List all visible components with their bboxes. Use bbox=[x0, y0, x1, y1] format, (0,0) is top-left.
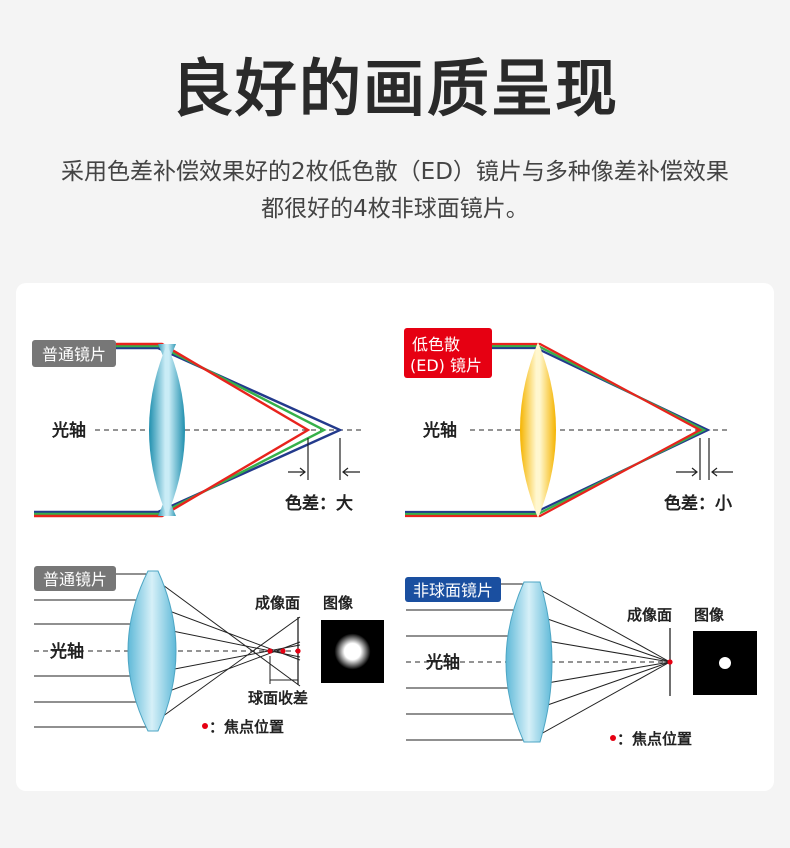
panel-ordinary-chromatic: 普通镜片 光轴 色差：大 bbox=[32, 340, 365, 518]
focus-point bbox=[667, 659, 673, 665]
panel-aspherical: 非球面镜片 光轴 成像面 图像 ：焦点位置 bbox=[405, 577, 757, 748]
page-title: 良好的画质呈现 bbox=[170, 52, 619, 125]
aberration-marker bbox=[676, 438, 733, 480]
badge-ed-lens bbox=[404, 328, 492, 378]
focus-legend-label: ：焦点位置 bbox=[617, 730, 692, 748]
page-subtitle-line-2: 都很好的4枚非球面镜片。 bbox=[261, 196, 529, 222]
badge-aspherical-lens bbox=[405, 577, 501, 602]
image-plane-label: 成像面 bbox=[255, 594, 300, 612]
ed-lens bbox=[520, 342, 556, 518]
focus-points bbox=[267, 648, 301, 654]
color-rays bbox=[34, 342, 343, 518]
aberration-marker bbox=[288, 438, 360, 480]
badge-ordinary-lens-label: 普通镜片 bbox=[43, 570, 107, 589]
badge-ordinary-lens bbox=[32, 340, 116, 367]
badge-ordinary-lens bbox=[34, 566, 116, 591]
optical-axis-label: 光轴 bbox=[49, 641, 84, 662]
aspherical-lens bbox=[505, 581, 553, 743]
page-subtitle-line-1: 采用色差补偿效果好的2枚低色散（ED）镜片与多种像差补偿效果 bbox=[61, 159, 729, 185]
optical-axis-label: 光轴 bbox=[422, 420, 457, 441]
color-rays bbox=[405, 342, 711, 518]
optical-axis-label: 光轴 bbox=[425, 652, 460, 673]
badge-aspherical-lens-label: 非球面镜片 bbox=[413, 581, 493, 600]
chromatic-aberration-small-label: 色差：小 bbox=[664, 493, 732, 514]
spherical-aberration-marker bbox=[269, 656, 299, 684]
image-label: 图像 bbox=[323, 594, 354, 612]
blurred-spot bbox=[334, 633, 371, 670]
focus-legend-label: ：焦点位置 bbox=[209, 718, 284, 736]
image-label: 图像 bbox=[694, 606, 725, 624]
ordinary-lens bbox=[127, 570, 177, 732]
sharp-spot bbox=[719, 657, 731, 669]
spherical-aberration-label: 球面收差 bbox=[248, 689, 308, 707]
optical-axis-label: 光轴 bbox=[51, 420, 86, 441]
focus-legend-dot bbox=[610, 735, 616, 741]
panel-ordinary-spherical: 普通镜片 光轴 成像面 图像 球面收差 ：焦点位置 bbox=[34, 566, 384, 736]
focus-legend-dot bbox=[202, 723, 208, 729]
badge-ed-lens-line-1: 低色散 bbox=[412, 335, 460, 354]
panel-ed-chromatic: 低色散 (ED) 镜片 光轴 色差：小 bbox=[404, 328, 733, 518]
image-plane-label: 成像面 bbox=[627, 606, 672, 624]
badge-ed-lens-line-2: (ED) 镜片 bbox=[410, 356, 482, 375]
chromatic-aberration-large-label: 色差：大 bbox=[285, 493, 353, 514]
badge-ordinary-lens-label: 普通镜片 bbox=[42, 345, 106, 364]
